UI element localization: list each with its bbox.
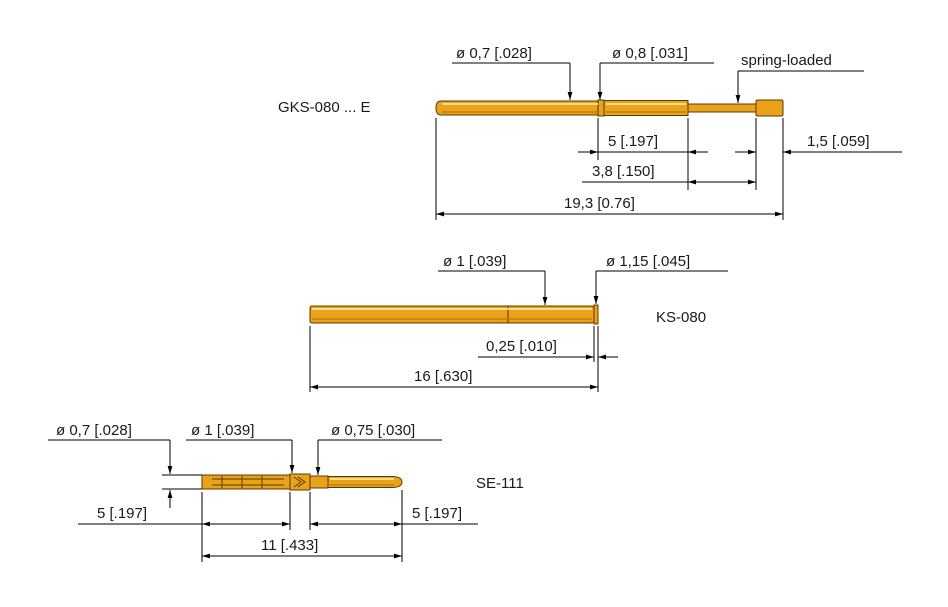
ks-dia-right-label: ø 1,15 [.045] bbox=[606, 253, 690, 270]
ks-080-group: KS-080 ø 1 [.039] ø 1,15 [.045] 0,25 [.0… bbox=[309, 253, 728, 392]
gks-spring-label: spring-loaded bbox=[741, 52, 832, 69]
gks-dia-right-label: ø 0,8 [.031] bbox=[612, 45, 688, 62]
gks-dim-5-label: 5 [.197] bbox=[608, 133, 658, 150]
gks-dia-left-label: ø 0,7 [.028] bbox=[456, 45, 532, 62]
gks-dim-38-label: 3,8 [.150] bbox=[592, 163, 655, 180]
gks-080-group: GKS-080 ... E ø 0,7 [.028] ø 0,8 [.031] … bbox=[278, 45, 902, 220]
gks-dim-total-label: 19,3 [0.76] bbox=[564, 195, 635, 212]
gks-pin bbox=[435, 99, 784, 117]
se-part-name: SE-111 bbox=[476, 475, 524, 492]
se-pin bbox=[201, 473, 403, 491]
se-dim-left-label: 5 [.197] bbox=[97, 505, 147, 522]
se-dia-right-label: ø 0,75 [.030] bbox=[331, 422, 415, 439]
se-dim-total-label: 11 [.433] bbox=[261, 537, 318, 554]
se-dia-mid-label: ø 1 [.039] bbox=[191, 422, 254, 439]
se-dim-right-label: 5 [.197] bbox=[412, 505, 462, 522]
gks-dim-15-label: 1,5 [.059] bbox=[807, 133, 870, 150]
se-dia-left-label: ø 0,7 [.028] bbox=[56, 422, 132, 439]
ks-part-name: KS-080 bbox=[656, 309, 706, 326]
ks-dia-left-label: ø 1 [.039] bbox=[443, 253, 506, 270]
gks-part-name: GKS-080 ... E bbox=[278, 99, 371, 116]
ks-pin bbox=[309, 304, 599, 325]
ks-dim-total-label: 16 [.630] bbox=[414, 368, 472, 385]
se-111-group: SE-111 ø 0,7 [.028] ø 1 [.039 bbox=[48, 422, 524, 562]
ks-dim-025-label: 0,25 [.010] bbox=[486, 338, 557, 355]
